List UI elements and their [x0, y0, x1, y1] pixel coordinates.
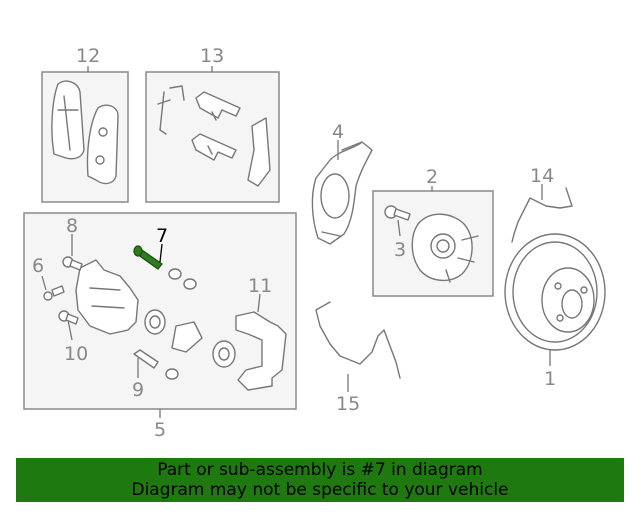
- callout-1: 1: [544, 368, 556, 390]
- hub-bolt-part: [384, 205, 411, 221]
- callout-5: 5: [154, 419, 166, 441]
- guide-pin-part-9: [133, 349, 179, 380]
- callout-13: 13: [200, 45, 224, 67]
- callout-7: 7: [156, 225, 168, 247]
- dust-shield-part: [311, 141, 373, 245]
- callout-2: 2: [426, 166, 438, 188]
- hardware-kit-part: [157, 85, 271, 187]
- leader-lines: [41, 66, 551, 418]
- callout-4: 4: [332, 121, 344, 143]
- bleeder-screw-part: [43, 285, 65, 301]
- callout-6: 6: [32, 255, 44, 277]
- callout-8: 8: [66, 215, 78, 237]
- hub-assembly-part: [411, 213, 479, 283]
- caliper-bolt-part-10: [58, 310, 79, 325]
- info-banner: Part or sub-assembly is #7 in diagram Di…: [16, 458, 624, 502]
- hose-bracket-part: [511, 187, 573, 243]
- parts-diagram: 12 13 4 2 14 3 7 8 6 11 10 9 15 1 5: [23, 45, 606, 441]
- callout-12: 12: [76, 45, 100, 67]
- caliper-piston-part: [144, 309, 236, 368]
- callout-15: 15: [336, 393, 360, 415]
- brake-rotor-part: [504, 233, 606, 351]
- callout-11: 11: [248, 275, 272, 297]
- banner-line-1: Part or sub-assembly is #7 in diagram: [157, 460, 483, 480]
- caliper-housing-part: [75, 259, 139, 335]
- abs-sensor-wire-part: [315, 301, 401, 379]
- guide-pin-boot-part: [168, 268, 197, 290]
- caliper-bolt-part-8: [62, 256, 83, 271]
- callout-14: 14: [530, 165, 554, 187]
- caliper-bracket-part: [235, 311, 287, 391]
- callout-10: 10: [64, 343, 88, 365]
- banner-line-2: Diagram may not be specific to your vehi…: [131, 480, 509, 500]
- guide-pin-part-7: [133, 245, 163, 270]
- callout-9: 9: [132, 379, 144, 401]
- brake-pads-part: [51, 80, 119, 185]
- callout-3: 3: [394, 239, 406, 261]
